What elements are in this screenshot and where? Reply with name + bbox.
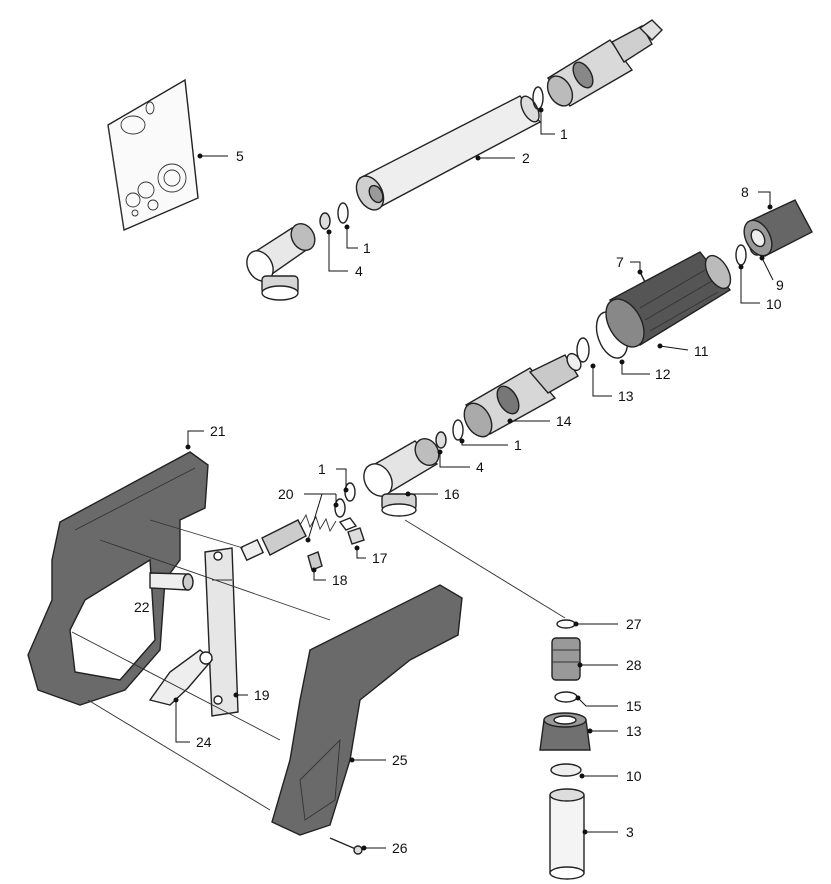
callout-19: 15 xyxy=(575,695,642,714)
callout-28: 28 xyxy=(577,657,642,673)
pin-22 xyxy=(149,572,194,591)
outlet-stack xyxy=(539,619,591,880)
callout-label: 11 xyxy=(694,343,709,359)
callout-1-lower: 1 xyxy=(318,461,349,493)
callout-27: 27 xyxy=(573,616,642,632)
handle-half-left xyxy=(27,451,209,706)
callout-label: 5 xyxy=(236,148,244,164)
callout-label: 20 xyxy=(278,486,294,502)
assembly-guide-lines xyxy=(71,519,566,811)
callout-4-upper: 4 xyxy=(326,229,363,279)
callouts: 1 2 5 1 4 8 xyxy=(134,107,784,856)
callout-12: 13 xyxy=(590,363,634,404)
callout-9: 10 xyxy=(738,264,782,312)
callout-18: 18 xyxy=(311,567,348,588)
callout-5: 5 xyxy=(197,148,244,164)
callout-label: 28 xyxy=(626,657,642,673)
callout-20: 20 xyxy=(278,486,339,543)
callout-label: 10 xyxy=(766,296,782,312)
callout-1-tube: 1 xyxy=(344,224,371,256)
lever-23 xyxy=(204,547,239,717)
callout-label: 3 xyxy=(626,824,634,840)
callout-25: 25 xyxy=(349,752,408,768)
callout-label: 1 xyxy=(363,240,371,256)
callout-21: 21 xyxy=(185,423,226,450)
callout-6: 7 xyxy=(616,254,643,275)
callout-label: 10 xyxy=(626,768,642,784)
callout-14: 10 xyxy=(579,768,642,784)
callout-7: 8 xyxy=(741,184,773,210)
callout-26: 26 xyxy=(361,840,408,856)
callout-label: 22 xyxy=(134,599,150,615)
trigger-valve-parts xyxy=(239,482,365,571)
callout-label: 13 xyxy=(626,723,642,739)
callout-1-upper: 1 xyxy=(538,107,568,142)
handle-half-right xyxy=(271,584,463,836)
callout-label: 26 xyxy=(392,840,408,856)
callout-label: 1 xyxy=(318,461,326,477)
upper-tube-assembly xyxy=(246,19,663,301)
callout-label: 9 xyxy=(776,277,784,293)
callout-label: 18 xyxy=(332,572,348,588)
callout-16: 16 xyxy=(405,486,460,502)
trigger-24 xyxy=(148,649,213,706)
seal-kit-card xyxy=(107,78,199,232)
callout-4-mid: 4 xyxy=(437,449,484,475)
callout-22: 22 xyxy=(134,599,150,615)
callout-13: 14 xyxy=(507,413,572,429)
callout-label: 14 xyxy=(556,413,572,429)
callout-label: 8 xyxy=(741,184,749,200)
callout-label: 17 xyxy=(372,550,388,566)
callout-11: 12 xyxy=(619,359,671,382)
callout-24: 24 xyxy=(173,697,212,750)
callout-label: 24 xyxy=(196,734,212,750)
callout-label: 13 xyxy=(618,388,634,404)
callout-label: 12 xyxy=(655,366,671,382)
callout-label: 7 xyxy=(616,254,624,270)
callout-label: 21 xyxy=(210,423,226,439)
callout-17: 17 xyxy=(354,545,388,566)
callout-label: 19 xyxy=(254,687,270,703)
callout-10: 11 xyxy=(657,343,709,359)
callout-8: 9 xyxy=(759,255,784,293)
callout-label: 1 xyxy=(560,126,568,142)
callout-label: 25 xyxy=(392,752,408,768)
callout-label: 4 xyxy=(355,263,363,279)
callout-label: 15 xyxy=(626,698,642,714)
middle-lance-assembly xyxy=(363,199,813,517)
callout-label: 4 xyxy=(476,459,484,475)
callout-15: 13 xyxy=(587,723,642,739)
callout-label: 16 xyxy=(444,486,460,502)
callout-label: 2 xyxy=(522,150,530,166)
callout-3: 3 xyxy=(582,824,634,840)
callout-label: 1 xyxy=(514,437,522,453)
callout-2: 2 xyxy=(475,150,530,166)
screw-26 xyxy=(329,837,363,855)
callout-label: 27 xyxy=(626,616,642,632)
callout-1-mid: 1 xyxy=(459,437,522,453)
callout-23: 19 xyxy=(233,687,270,703)
